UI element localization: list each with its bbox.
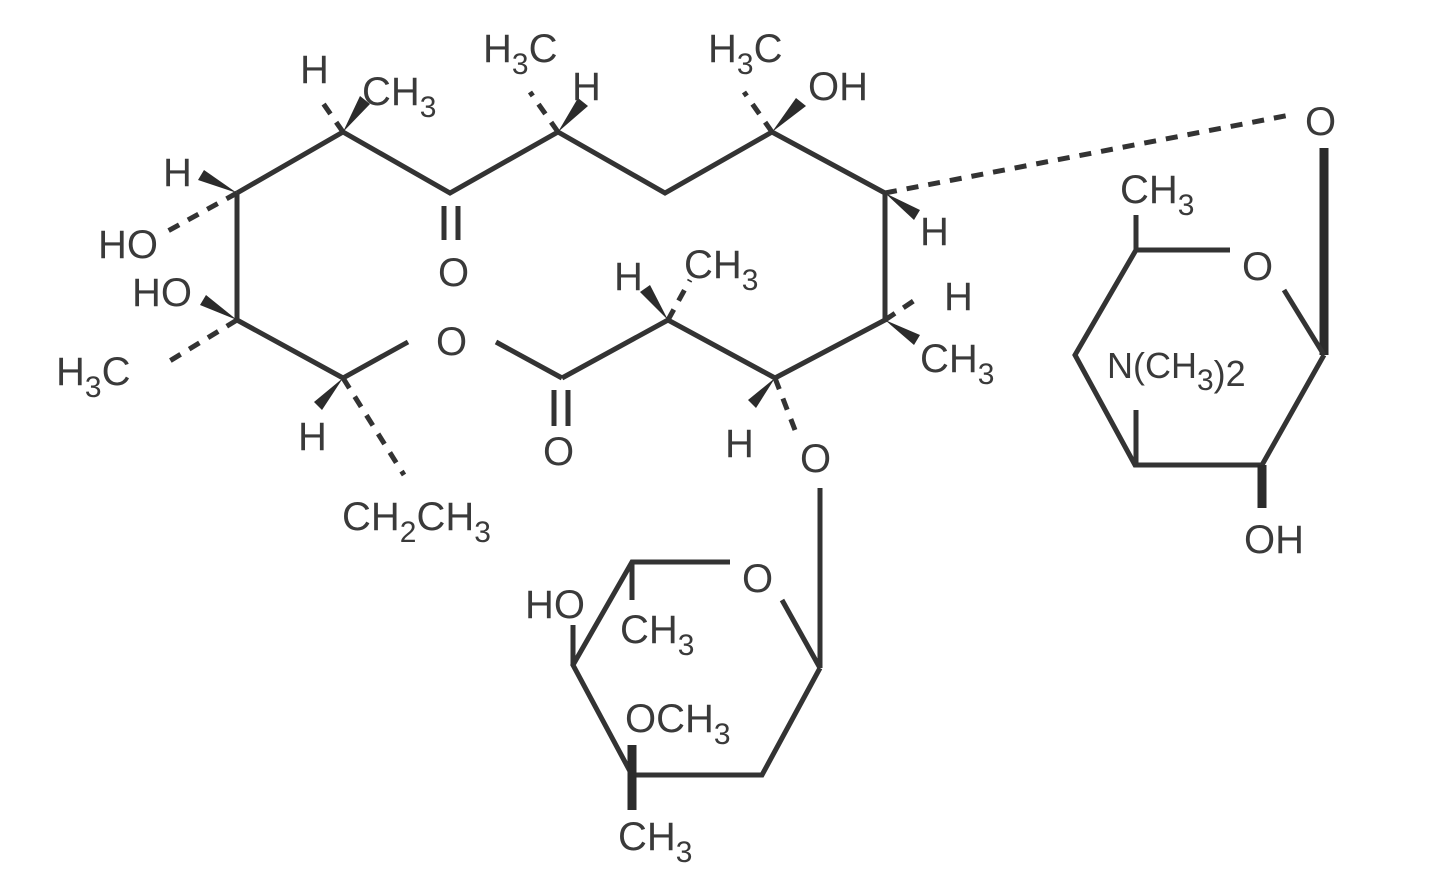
label-ho: HO [132, 271, 192, 315]
desosamine-ring [1072, 148, 1329, 508]
label-h: H [944, 275, 973, 319]
label-o: O [1242, 245, 1273, 289]
label-ch3: CH3 [620, 608, 694, 662]
label-o: O [436, 320, 467, 364]
label-o: O [742, 557, 773, 601]
label-ho: HO [98, 223, 158, 267]
cladinose-ring [570, 488, 823, 810]
label-h3c: H3C [56, 350, 130, 404]
label-ch3: CH3 [618, 815, 692, 869]
label-h: H [300, 48, 329, 92]
label-och3: OCH3 [625, 697, 731, 751]
label-oh: OH [1244, 518, 1304, 562]
label-h3c: H3C [483, 27, 557, 81]
label-ho: HO [525, 583, 585, 627]
label-o: O [1305, 100, 1336, 144]
label-nme2: N(CH3)2 [1107, 345, 1246, 397]
label-h: H [572, 65, 601, 109]
label-h: H [163, 151, 192, 195]
label-h: H [725, 422, 754, 466]
label-h: H [920, 210, 949, 254]
label-oh: OH [808, 65, 868, 109]
label-ch3: CH3 [920, 337, 994, 391]
atom-labels: H CH3 H3C H H3C OH H HO HO H3C O O H CH2… [56, 27, 1336, 869]
label-ch3: CH3 [1120, 168, 1194, 222]
macrolide-ring [234, 129, 888, 426]
label-o: O [438, 251, 469, 295]
label-ch3: CH3 [362, 70, 436, 124]
label-ch3: CH3 [684, 243, 758, 297]
label-o: O [800, 437, 831, 481]
label-h: H [298, 415, 327, 459]
label-ethyl: CH2CH3 [342, 495, 491, 549]
label-h3c: H3C [708, 27, 782, 81]
label-h: H [614, 255, 643, 299]
stereo-bonds [164, 90, 1291, 477]
label-o: O [543, 430, 574, 474]
